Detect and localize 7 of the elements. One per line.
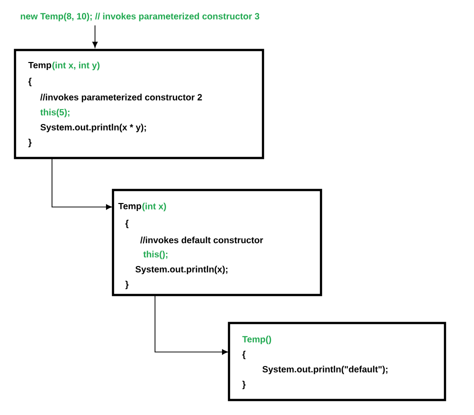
arrow (52, 158, 112, 210)
arrow (154, 294, 228, 355)
code-box: Temp() { System.out.println("default"); } (228, 322, 446, 402)
code-box: Temp(int x, int y) { //invokes parameterized constructor 2 this(5); System.out.println(x * y); } (14, 48, 264, 160)
arrow (92, 25, 98, 48)
code-text: new Temp(8, 10); // invokes parameterized constructor 3 (20, 12, 260, 22)
code-box: Temp(int x) { //invokes default constructor this(); System.out.println(x); } (112, 188, 322, 296)
